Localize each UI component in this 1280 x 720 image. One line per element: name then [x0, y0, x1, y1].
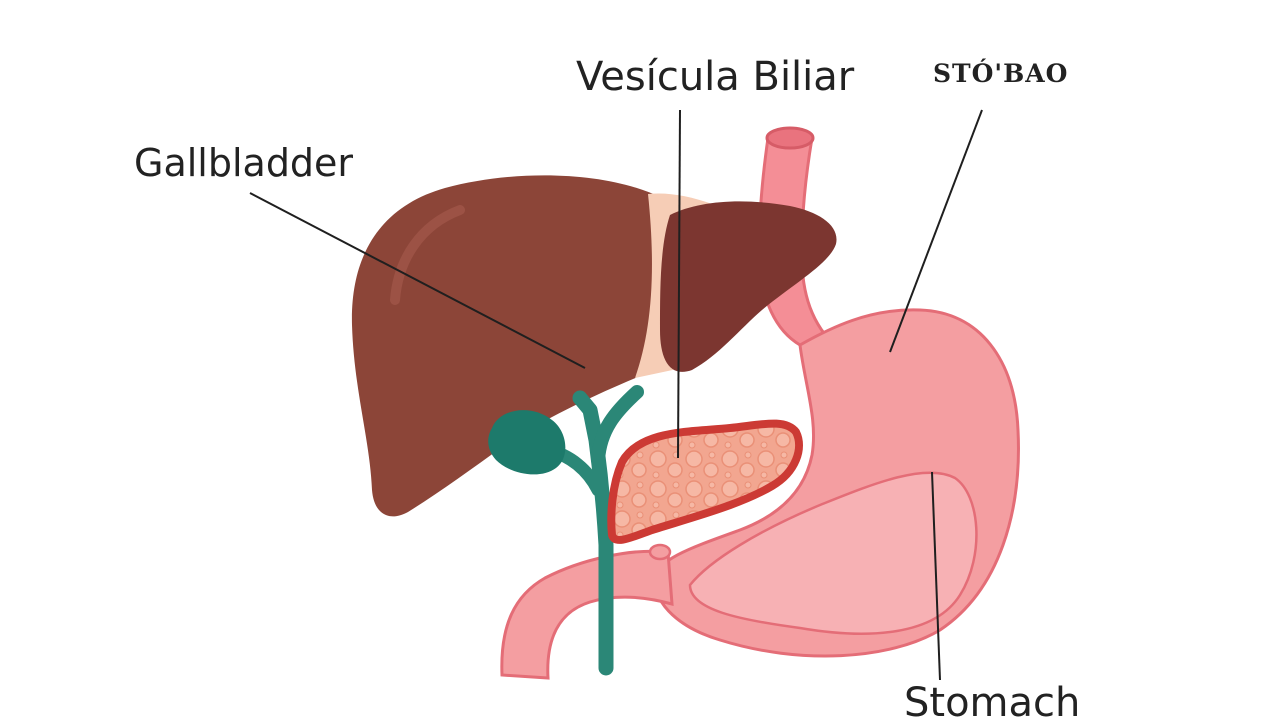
stomach-bottom-leader-line: [931, 471, 941, 681]
liver-right-lobe: [351, 175, 672, 517]
duodenum-icon: [500, 543, 674, 680]
pancreas-icon: [607, 419, 803, 544]
stomach-inner-wall: [688, 471, 978, 635]
gallbladder-icon: [488, 410, 566, 475]
stomach-top-label: STÓ'BAO: [933, 59, 1068, 88]
stomach-top-leader-line: [889, 109, 983, 353]
vesicula-biliar-label: Vesícula Biliar: [576, 54, 855, 100]
stomach-icon: [653, 308, 1020, 658]
gallbladder-label: Gallbladder: [134, 141, 353, 185]
liver-ligament: [635, 193, 712, 378]
stomach-bottom-label: Stomach: [904, 680, 1080, 720]
vesicula-leader-line: [677, 109, 681, 459]
liver-left-lobe: [660, 201, 837, 372]
liver-icon: [351, 175, 837, 517]
gallbladder-leader-line: [249, 192, 586, 369]
